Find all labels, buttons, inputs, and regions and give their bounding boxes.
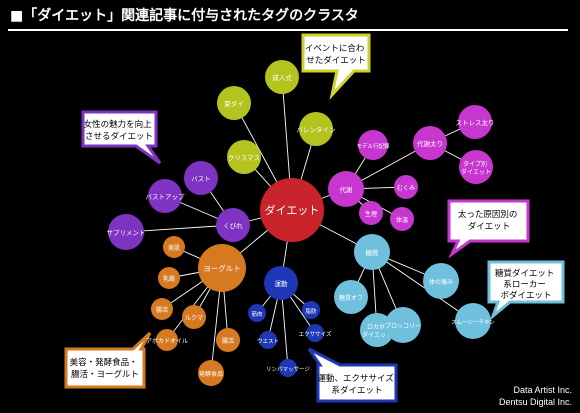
title-underline (8, 29, 568, 31)
node-hakko[interactable]: 発酵食品 (198, 360, 224, 386)
callout-cause: 太った原因別の ダイエット (447, 199, 530, 259)
callout-carb-text: 糖質ダイエット 系ローカー ボダイエット (495, 268, 557, 301)
node-label: 生理 (365, 210, 377, 218)
node-label: 筋肉 (251, 310, 262, 318)
callout-beauty: 美容・発酵食品・ 腸活・ヨーグルト (64, 331, 152, 389)
node-label: タイプ別 ダイエット (461, 160, 491, 176)
node-taion[interactable]: 体温 (390, 207, 414, 231)
node-bustup[interactable]: バストアップ (146, 179, 186, 213)
node-label: むくみ (397, 185, 415, 192)
node-label: ヨーグルト (203, 263, 241, 273)
node-taisha[interactable]: 代謝 (328, 171, 364, 207)
callout-carb: 糖質ダイエット 系ローカー ボダイエット (487, 260, 565, 321)
node-label: バレンタイン (297, 125, 336, 134)
node-toshitsu[interactable]: 糖質 (354, 234, 390, 270)
title-bar: ■「ダイエット」関連記事に付与されたタグのクラスタ (6, 5, 572, 31)
node-label: ダイエット (265, 203, 320, 217)
node-christmas[interactable]: クリスマス (227, 140, 261, 174)
node-label: 発酵食品 (199, 370, 223, 378)
callout-beauty-text: 美容・発酵食品・ 腸活・ヨーグルト (70, 357, 141, 380)
node-label: 代謝 (340, 185, 354, 194)
node-supplement[interactable]: サプリメント (107, 214, 146, 250)
node-stress[interactable]: ストレス太り (456, 105, 495, 139)
node-label: サプリメント (107, 229, 146, 237)
node-lymph[interactable]: リンパマッサージ (266, 359, 310, 377)
node-label: ウエスト (257, 337, 279, 345)
node-exercise[interactable]: エクササイズ (299, 324, 332, 342)
node-valentine[interactable]: バレンタイン (297, 112, 336, 146)
node-nyusan[interactable]: 乳酸 (158, 267, 180, 289)
node-label: 糖質 (366, 248, 380, 257)
credit-data-artist: Data Artist Inc. (513, 385, 572, 395)
node-bust[interactable]: バスト (184, 161, 218, 195)
node-chokatsu[interactable]: 腸活 (216, 328, 240, 352)
node-undo[interactable]: 運動 (264, 266, 298, 300)
credit-dentsu-digital: Dentsu Digital Inc. (498, 397, 572, 407)
node-label: スムージーチキン (451, 319, 495, 326)
callout-bust-text: 女性の魅力を向上 させるダイエット (84, 119, 155, 142)
node-label: モデル行記録 (356, 142, 390, 150)
nodes: ダイエット 成人式 夏ダイ バレンタイン クリスマス バスト バストアップ (107, 60, 495, 386)
node-avocado[interactable]: アボカドオイル (146, 329, 188, 351)
node-smoothie[interactable]: スムージーチキン (451, 303, 495, 339)
node-shibo[interactable]: 脂肪 (302, 301, 320, 319)
page-title: ■「ダイエット」関連記事に付与されたタグのクラスタ (10, 8, 359, 24)
edge (371, 251, 474, 322)
node-label: バストアップ (146, 193, 186, 201)
node-seijinshiki[interactable]: 成人式 (265, 60, 299, 94)
node-label: ブロッコリー (385, 322, 421, 330)
node-waist[interactable]: ウエスト (257, 331, 279, 349)
node-label: 乳酸 (163, 275, 175, 283)
node-shishitsu[interactable]: 糖質オフ (334, 280, 368, 314)
node-label: 腸活 (156, 306, 168, 314)
callout-bust: 女性の魅力を向上 させるダイエット (81, 110, 162, 165)
node-shukatsu[interactable]: 腸活 (151, 298, 173, 320)
node-label: リンパマッサージ (266, 366, 310, 373)
node-label: 夏ダイ (224, 99, 244, 108)
node-kinniku[interactable]: 筋肉 (248, 304, 266, 322)
callout-event-text: イベントに合わ せたダイエット (305, 43, 367, 66)
node-label: 運動 (275, 279, 289, 288)
callout-exercise-text: 運動、エクササイズ 系ダイエット (318, 373, 397, 396)
node-model[interactable]: モデル行記録 (356, 130, 390, 160)
callout-cause-text: 太った原因別の ダイエット (458, 209, 520, 232)
node-bihada[interactable]: 美肌 (163, 236, 185, 258)
node-broccoli[interactable]: ブロッコリー (385, 307, 421, 343)
node-label: ロカボ ダイエット (362, 323, 392, 339)
callout-event: イベントに合わ せたダイエット (301, 33, 371, 101)
node-label: クリスマス (228, 154, 260, 162)
node-lactam[interactable]: ルクマ (182, 305, 206, 329)
node-label: 代謝太り (417, 139, 443, 148)
node-type[interactable]: タイプ別 ダイエット (459, 150, 493, 184)
node-label: ストレス太り (456, 118, 495, 127)
node-kubire[interactable]: くびれ (216, 208, 250, 242)
node-mukumi[interactable]: むくみ (394, 175, 418, 199)
node-label: 美肌 (168, 244, 180, 252)
node-label: アボカドオイル (146, 337, 188, 345)
node-seiri[interactable]: 生理 (359, 201, 383, 225)
node-center[interactable]: ダイエット (260, 178, 324, 242)
node-yogurt[interactable]: ヨーグルト (198, 244, 246, 292)
node-label: 糖質オフ (339, 294, 363, 302)
node-taishaburi[interactable]: 代謝太り (413, 126, 447, 160)
callouts: イベントに合わ せたダイエット 女性の魅力を向上 させるダイエット 太った原因別… (64, 33, 565, 403)
node-label: 体の痛み (429, 278, 453, 286)
node-label: 成人式 (272, 73, 292, 82)
node-label: 体温 (396, 216, 408, 224)
node-label: 脂肪 (305, 307, 317, 315)
node-label: ルクマ (185, 315, 203, 322)
callout-exercise: 運動、エクササイズ 系ダイエット (307, 347, 398, 403)
node-karada[interactable]: 体の痛み (423, 263, 459, 299)
node-label: 腸活 (222, 337, 234, 345)
node-label: バスト (191, 175, 211, 183)
node-label: エクササイズ (299, 330, 332, 338)
node-label: くびれ (223, 222, 243, 230)
node-natsu[interactable]: 夏ダイ (217, 86, 251, 120)
